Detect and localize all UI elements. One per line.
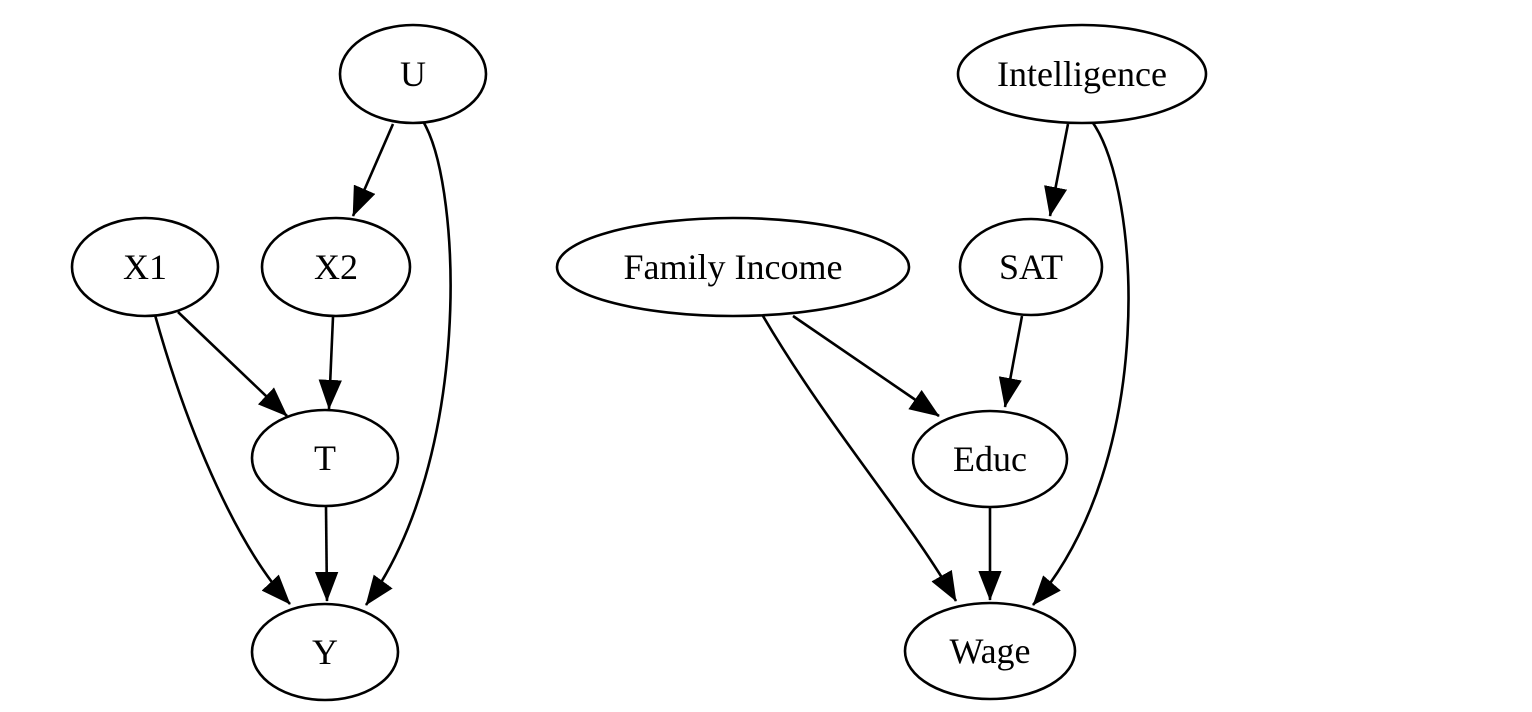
node-U (338, 23, 488, 125)
node-SAT-label: SAT (999, 247, 1063, 287)
node-FamilyIncome-label: Family Income (624, 247, 843, 287)
node-Wage-label: Wage (949, 631, 1030, 671)
edge-T-to-Y (314, 506, 339, 602)
treatment-outcome-dag: U X1 X2T Y (70, 23, 488, 702)
node-Wage (903, 601, 1077, 701)
node-X1 (70, 216, 220, 318)
edge-X2-to-T (318, 316, 342, 410)
edge-FamilyIncome-to-Educ (792, 314, 940, 418)
node-Educ-label: Educ (953, 439, 1027, 479)
edge-Intelligence-to-Wage (1032, 122, 1130, 606)
node-Intelligence (956, 23, 1208, 125)
edge-Intelligence-to-SAT (1044, 123, 1070, 217)
node-X1-label: X1 (123, 247, 167, 287)
node-FamilyIncome (555, 216, 911, 318)
node-Y (250, 602, 400, 702)
edge-SAT-to-Educ (998, 315, 1024, 408)
node-SAT (958, 217, 1104, 317)
node-Y-label: Y (312, 632, 338, 672)
edge-U-to-Y (364, 122, 452, 606)
edge-FamilyIncome-to-Wage (761, 315, 958, 602)
edge-X1-to-T (177, 311, 288, 417)
edge-X1-to-Y (153, 314, 291, 605)
node-X2 (260, 216, 412, 318)
node-Intelligence-label: Intelligence (997, 54, 1167, 94)
node-T (250, 408, 400, 508)
node-X2-label: X2 (314, 247, 358, 287)
node-T-label: T (314, 438, 336, 478)
node-Educ (911, 409, 1069, 509)
node-U-label: U (400, 54, 426, 94)
edge-U-to-X2 (351, 123, 395, 217)
